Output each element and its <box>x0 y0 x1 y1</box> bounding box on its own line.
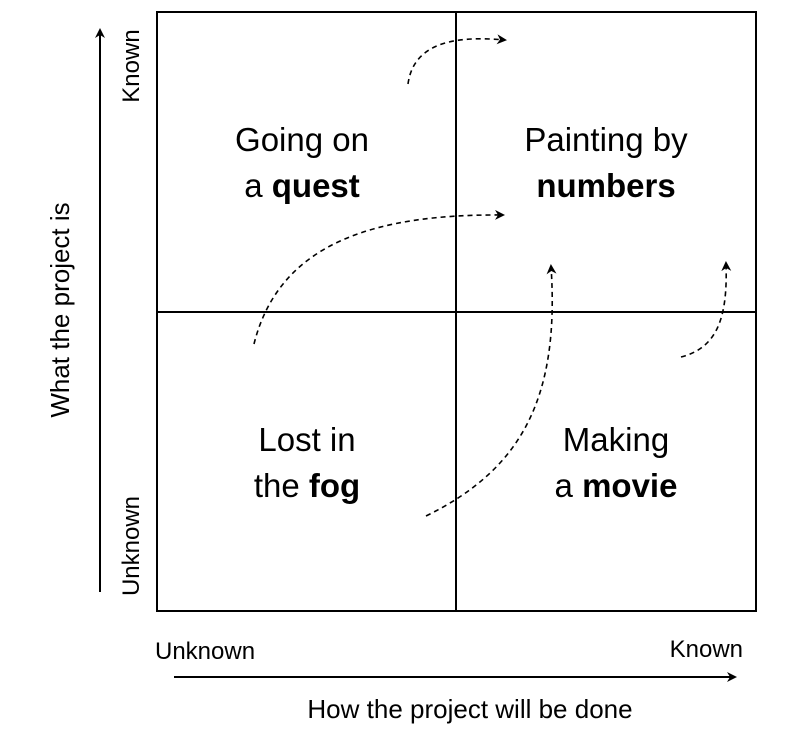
quadrant-bottom-right-line1: Making <box>562 421 670 458</box>
arrow-fog-to-numbers <box>253 209 505 345</box>
y-axis-high-label: Known <box>118 29 145 103</box>
quadrant-bottom-left-line1: Lost in <box>258 421 356 458</box>
quadrant-top-left-keyword: quest <box>271 167 360 204</box>
y-axis-title: What the project is <box>45 202 75 418</box>
quadrant-top-right-keyword: numbers <box>536 167 676 204</box>
quadrant-bottom-left-prefix: the <box>253 467 309 504</box>
quadrant-bottom-left-keyword: fog <box>308 467 361 504</box>
quadrant-bottom-right-keyword: movie <box>582 467 678 504</box>
quadrant-top-left-line1: Going on <box>235 121 369 158</box>
quadrant-bottom-left: Lost in the fog <box>157 417 457 509</box>
quadrant-bottom-right-prefix: a <box>554 467 583 504</box>
arrow-movie-to-numbers <box>680 261 732 358</box>
x-axis-title: How the project will be done <box>307 694 633 724</box>
y-axis-low-label: Unknown <box>118 495 145 597</box>
quadrant-top-left: Going on a quest <box>152 117 452 209</box>
arrow-quest-to-numbers-top <box>407 34 507 85</box>
quadrant-top-left-prefix: a <box>244 167 272 204</box>
quadrant-bottom-right: Making a movie <box>466 417 766 509</box>
quadrant-top-right: Painting by numbers <box>456 117 756 209</box>
quadrant-top-right-line1: Painting by <box>524 121 688 158</box>
x-axis-high-label: Known <box>669 636 743 663</box>
arrow-fog-to-numbers-via-movie <box>425 264 557 517</box>
x-axis-low-label: Unknown <box>155 638 256 665</box>
